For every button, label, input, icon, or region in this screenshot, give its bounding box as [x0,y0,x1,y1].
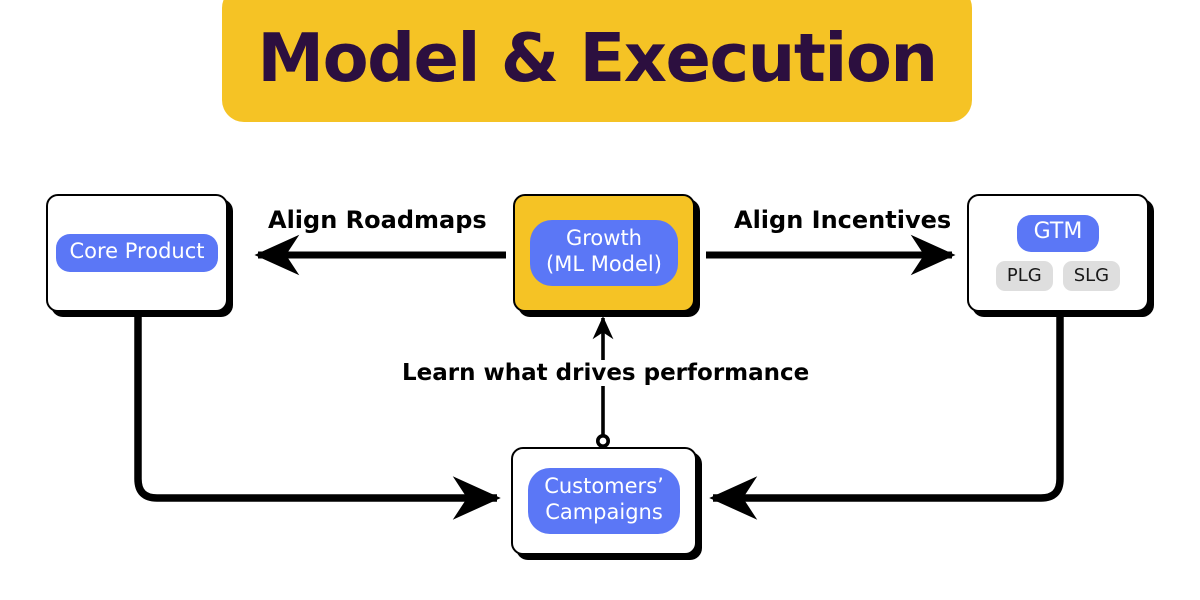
campaigns-pill-line-2: Campaigns [545,499,663,524]
edge-core-to-campaigns [134,313,501,520]
edge-label-align-roadmaps: Align Roadmaps [264,206,491,234]
node-customers-campaigns[interactable]: Customers’ Campaigns [511,447,697,555]
growth-pill-line-2: (ML Model) [546,251,662,276]
edge-label-learn-what-drives-performance: Learn what drives performance [398,360,814,386]
title-banner: Model & Execution [222,0,972,122]
edge-gtm-to-campaigns [709,313,1064,520]
growth-pill: Growth (ML Model) [530,219,678,287]
node-gtm[interactable]: GTM PLG SLG [967,194,1149,312]
gtm-tag-row: PLG SLG [995,260,1121,292]
gtm-tag-slg: SLG [1062,260,1121,292]
gtm-tag-plg: PLG [995,260,1053,292]
node-core-product[interactable]: Core Product [46,194,228,312]
gtm-pill-label: GTM [1016,214,1100,252]
edge-label-align-incentives: Align Incentives [730,206,956,234]
node-growth-ml-model[interactable]: Growth (ML Model) [513,194,695,312]
edge-source-dot [595,433,610,448]
growth-pill-line-1: Growth [565,225,642,250]
campaigns-pill-line-1: Customers’ [544,473,664,498]
page-title: Model & Execution [257,18,938,97]
campaigns-pill: Customers’ Campaigns [528,467,680,535]
core-product-pill-label: Core Product [56,234,218,272]
